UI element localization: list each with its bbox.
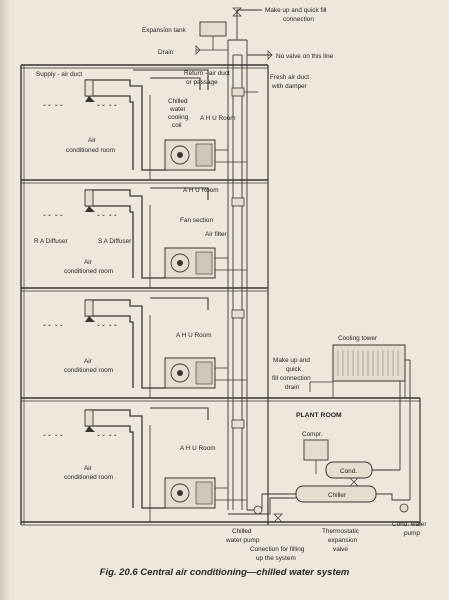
label-supply-duct: Supply - air duct [36,71,82,78]
label-coil-1: Chilled [168,98,188,105]
label-connection-1: Conection for filling [250,546,305,553]
figure-caption: Fig. 20.6 Central air conditioning—chill… [0,567,449,578]
chilled-water-risers [227,9,272,510]
label-plant-room: PLANT ROOM [296,412,342,419]
figure-title: Central air conditioning—chilled water s… [140,567,350,578]
label-fresh-air-2: with damper [271,83,308,90]
label-return-duct-1: Return - air duct [184,70,230,77]
label-air-filter: Air filter [205,231,228,238]
label-drain: Drain [158,49,174,56]
label-makeup-top-1: Make up and quick fill [265,7,326,14]
label-room-4b: conditioned room [64,474,113,481]
label-cond: Cond. [340,468,357,475]
paper-edge [0,0,10,600]
label-thermo-2: expansion [328,537,358,544]
svg-text:⌄⌄ ⌄⌄: ⌄⌄ ⌄⌄ [96,212,118,218]
plant-room-equipment [228,439,410,523]
figure-number: Fig. 20.6 [99,567,138,578]
label-ra-diffuser: R A Diffuser [34,238,68,245]
floor-1-equipment: ⌄⌄ ⌄⌄ ⌄⌄ ⌄⌄ [42,69,258,171]
label-room-1b: conditioned room [66,147,115,154]
label-thermo-3: valve [333,546,348,553]
label-coil-2: water [169,106,186,113]
label-coil-4: coil [172,122,182,129]
svg-text:⌄⌄ ⌄⌄: ⌄⌄ ⌄⌄ [96,432,118,438]
label-ahu-1: A H U Room [200,115,236,122]
label-chiller: Chiller [328,492,347,499]
label-no-valve: No valve on this line [276,53,334,60]
label-connection-2: up the system [256,555,296,562]
label-ahu-4: A H U Room [180,445,216,452]
label-makeup-3-1: Make up and [273,357,310,364]
floor-4-equipment: ⌄⌄ ⌄⌄ ⌄⌄ ⌄⌄ [42,407,247,509]
label-ahu-2: A H U Room [183,187,219,194]
label-cooling-tower: Cooling tower [338,335,378,342]
label-makeup-3-4: drain [285,384,300,391]
label-fan-section: Fan section [180,217,213,224]
label-chilled-pump-2: water pump [225,537,260,544]
label-ahu-3: A H U Room [176,332,212,339]
svg-text:⌄⌄ ⌄⌄: ⌄⌄ ⌄⌄ [42,322,64,328]
label-fresh-air-1: Fresh air duct [270,74,309,81]
expansion-tank [196,21,228,51]
label-chilled-pump-1: Chilled [232,528,252,535]
label-return-duct-2: or passage [186,79,218,86]
label-room-3b: conditioned room [64,367,113,374]
building-structure [20,64,421,526]
svg-text:⌄⌄ ⌄⌄: ⌄⌄ ⌄⌄ [42,212,64,218]
label-room-3a: Air [84,358,93,365]
label-cond-pump-2: pump [404,530,420,537]
label-room-4a: Air [84,465,93,472]
label-expansion-tank: Expansion tank [142,27,187,34]
svg-text:⌄⌄ ⌄⌄: ⌄⌄ ⌄⌄ [42,432,64,438]
label-makeup-top-2: connection [283,16,314,23]
svg-text:⌄⌄ ⌄⌄: ⌄⌄ ⌄⌄ [42,102,64,108]
label-room-2b: conditioned room [64,268,113,275]
svg-text:⌄⌄ ⌄⌄: ⌄⌄ ⌄⌄ [96,102,118,108]
label-sa-diffuser: S A Diffuser [98,238,132,245]
floor-2-equipment: ⌄⌄ ⌄⌄ ⌄⌄ ⌄⌄ [42,187,247,279]
riser-valves [195,7,273,60]
diagram-labels: Expansion tank Drain Make up and quick f… [34,7,427,562]
label-room-1a: Air [88,137,97,144]
floor-3-equipment: ⌄⌄ ⌄⌄ ⌄⌄ ⌄⌄ [42,297,247,389]
label-thermo-1: Thermostatic [322,528,360,535]
label-room-2a: Air [84,259,93,266]
label-coil-3: cooling [168,114,189,121]
cooling-tower [309,344,411,500]
label-makeup-3-2: quick [286,366,302,373]
label-compr: Compr. [302,431,323,438]
svg-text:⌄⌄ ⌄⌄: ⌄⌄ ⌄⌄ [96,322,118,328]
label-makeup-3-3: fill connection [272,375,311,382]
label-cond-pump-1: Cond. water [392,521,427,528]
